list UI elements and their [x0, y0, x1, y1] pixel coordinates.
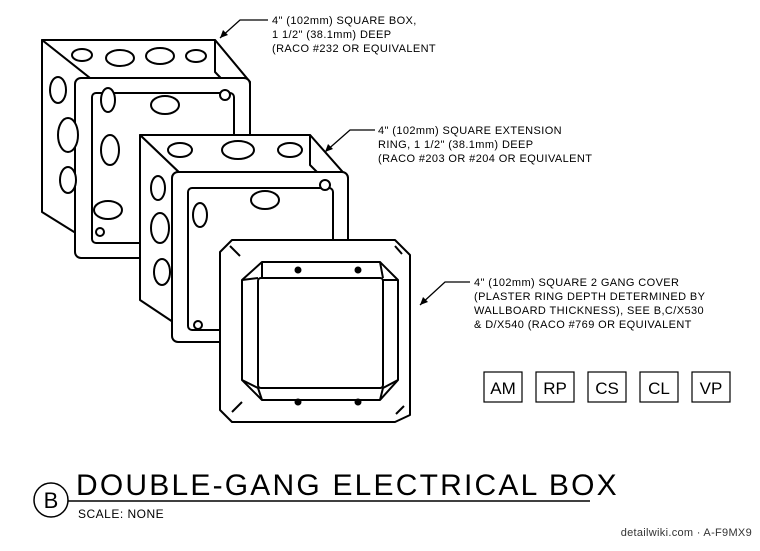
leader-extension-ring — [324, 129, 375, 153]
callout-square-box-line-2: 1 1/2" (38.1mm) DEEP — [272, 29, 392, 41]
title-block: B DOUBLE-GANG ELECTRICAL BOX SCALE: NONE — [33, 469, 619, 521]
leader-arrowheads — [220, 30, 428, 305]
tag-box-rp — [535, 371, 575, 403]
callout-gang-cover-line-3: WALLBOARD THICKNESS), SEE B,C/X530 — [474, 305, 704, 317]
gang-cover-illustration — [219, 239, 411, 423]
tag-box-am — [483, 371, 523, 403]
detail-title: DOUBLE-GANG ELECTRICAL BOX — [76, 469, 619, 502]
callout-gang-cover-line-4: & D/X540 (RACO #769 OR EQUIVALENT — [474, 319, 692, 331]
callout-extension-ring-line-3: (RACO #203 OR #204 OR EQUIVALENT — [378, 153, 592, 165]
tag-box-cs — [587, 371, 627, 403]
callout-gang-cover-line-1: 4" (102mm) SQUARE 2 GANG COVER — [474, 277, 679, 289]
leader-square-box — [219, 19, 268, 39]
tag-am[interactable]: AM — [490, 379, 516, 398]
callout-gang-cover-line-2: (PLASTER RING DEPTH DETERMINED BY — [474, 291, 706, 303]
discipline-tags — [483, 371, 731, 403]
callout-extension-ring: 4" (102mm) SQUARE EXTENSION RING, 1 1/2"… — [378, 125, 592, 165]
detail-bubble — [33, 482, 69, 518]
tag-vp[interactable]: VP — [700, 379, 723, 398]
callout-extension-ring-line-2: RING, 1 1/2" (38.1mm) DEEP — [378, 139, 534, 151]
source-credit: detailwiki.com · A-F9MX9 — [621, 527, 752, 539]
callout-square-box-line-1: 4" (102mm) SQUARE BOX, — [272, 15, 417, 27]
leader-gang-cover — [419, 281, 470, 306]
leader-lines — [219, 19, 470, 306]
callout-square-box-line-3: (RACO #232 OR EQUIVALENT — [272, 43, 436, 55]
callout-extension-ring-line-1: 4" (102mm) SQUARE EXTENSION — [378, 125, 562, 137]
scale-note: SCALE: NONE — [78, 507, 164, 521]
tag-box-vp — [691, 371, 731, 403]
tag-cs[interactable]: CS — [595, 379, 619, 398]
callout-gang-cover: 4" (102mm) SQUARE 2 GANG COVER (PLASTER … — [474, 277, 706, 331]
detail-letter: B — [44, 488, 59, 513]
tag-box-cl — [639, 371, 679, 403]
tag-rp[interactable]: RP — [543, 379, 567, 398]
tag-cl[interactable]: CL — [648, 379, 670, 398]
callout-square-box: 4" (102mm) SQUARE BOX, 1 1/2" (38.1mm) D… — [272, 15, 436, 55]
